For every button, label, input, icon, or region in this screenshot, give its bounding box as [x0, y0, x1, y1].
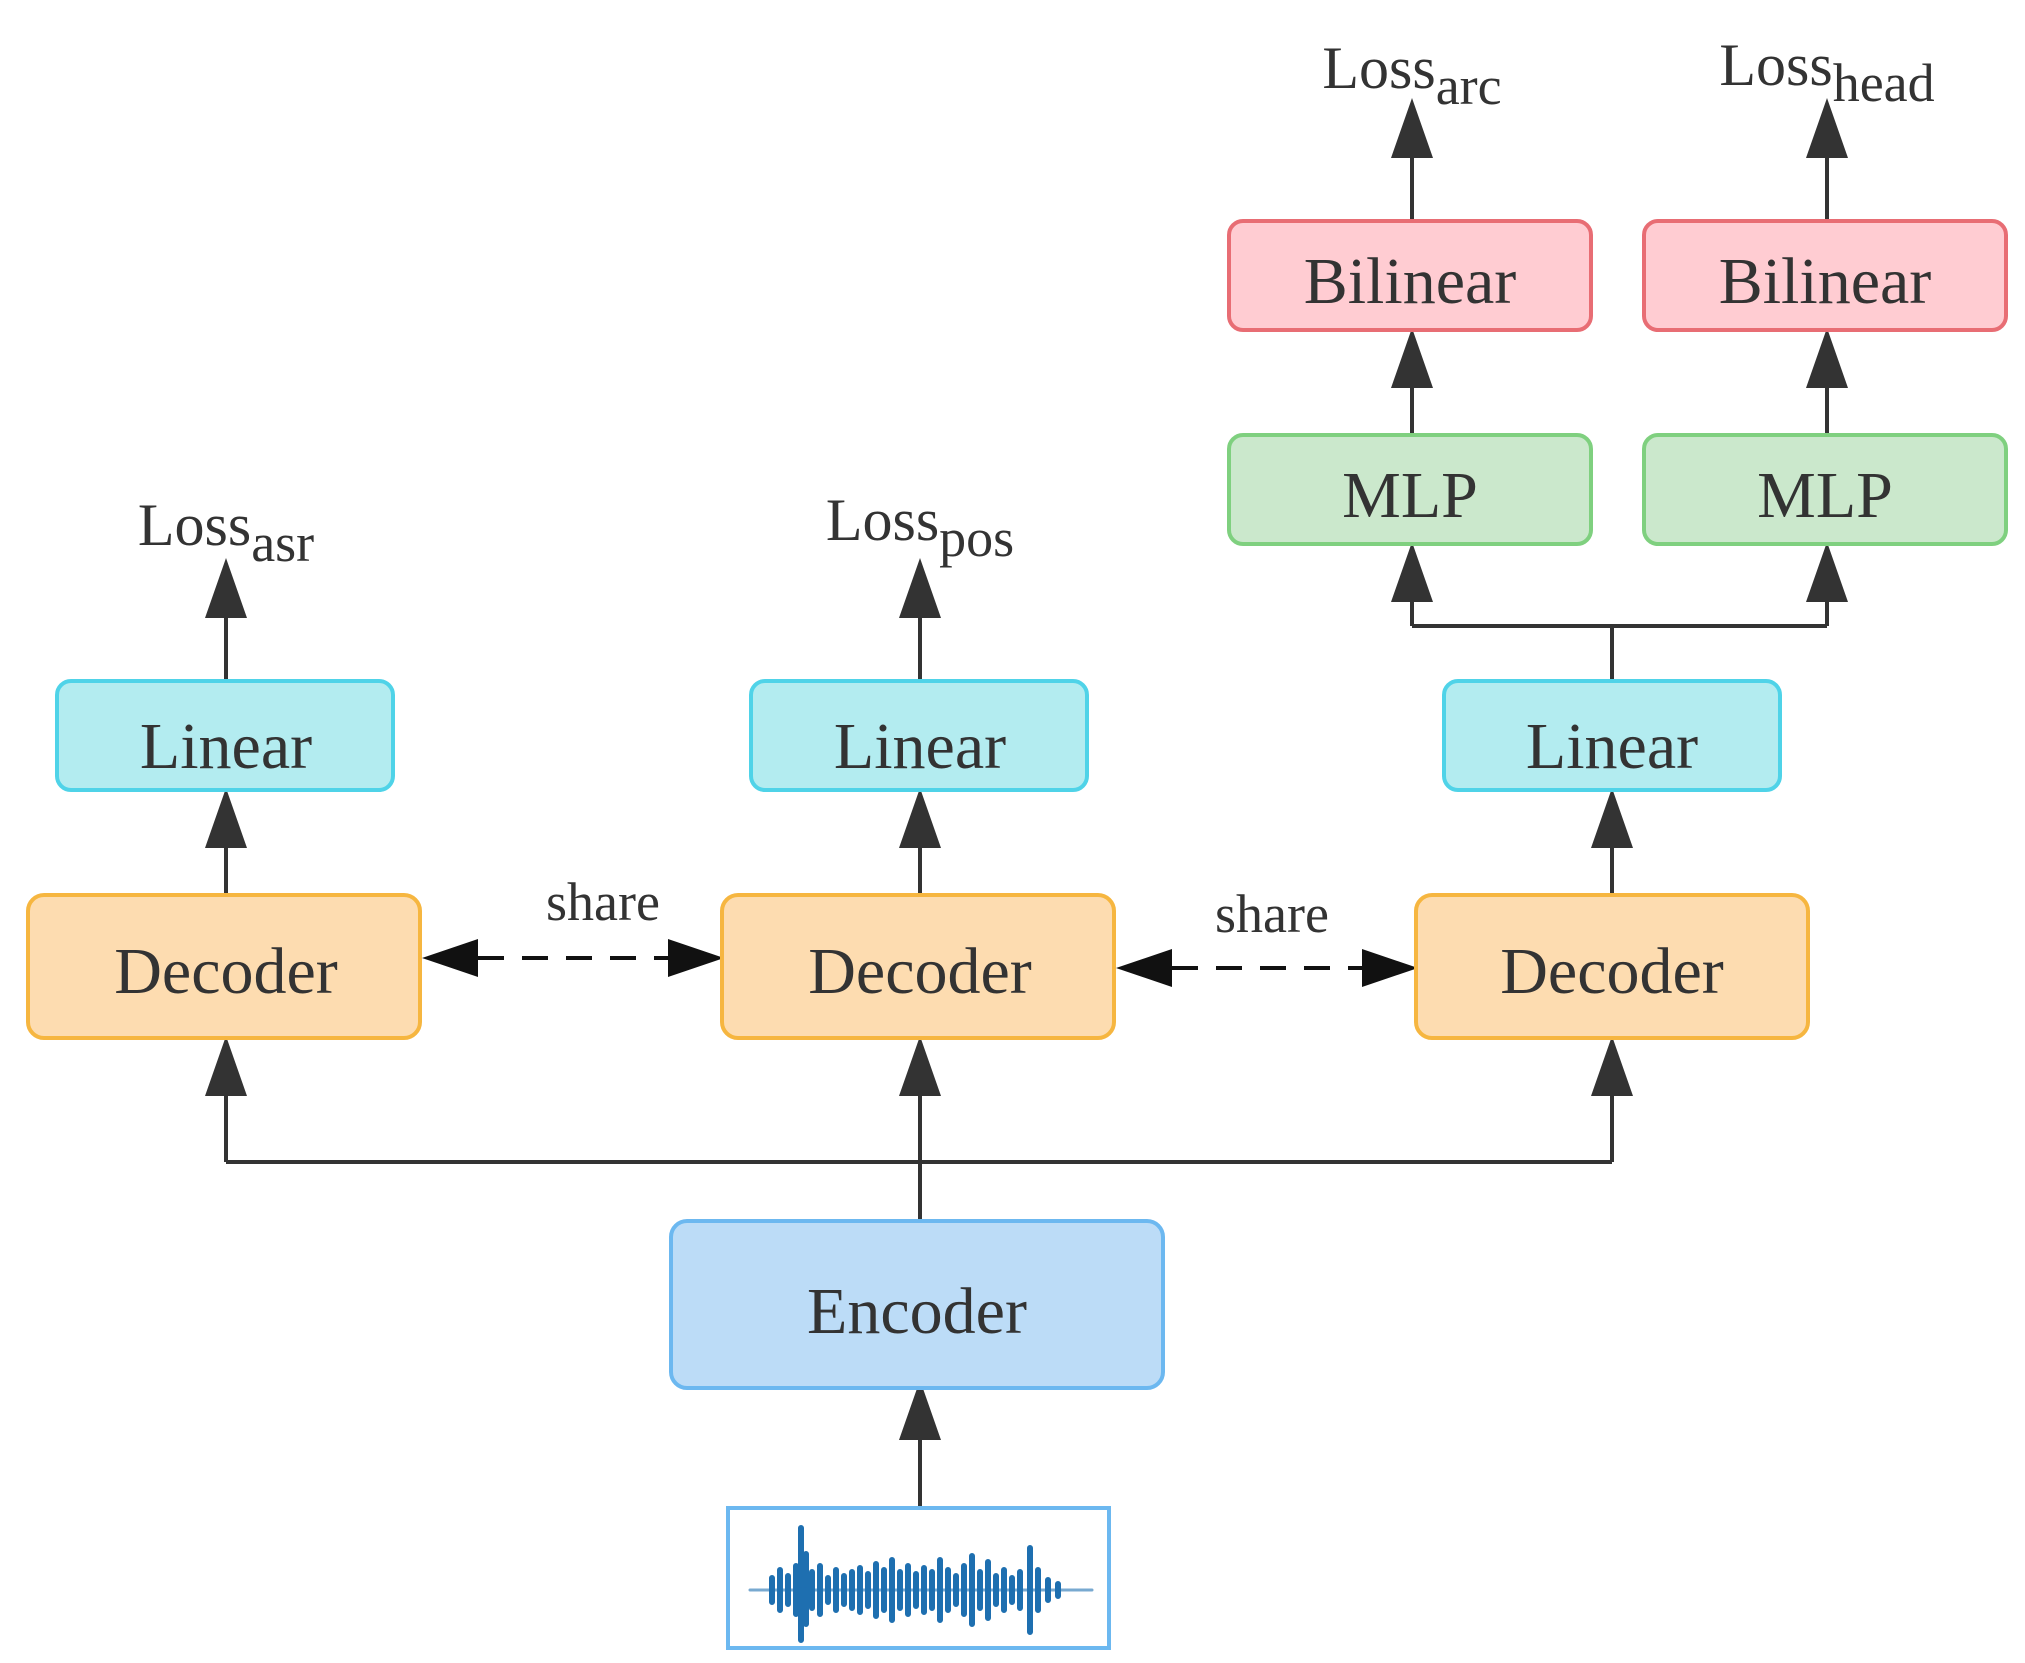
arrowhead-linear-pos — [899, 788, 941, 848]
loss-head-base: Loss — [1719, 32, 1832, 98]
loss-pos-base: Loss — [826, 487, 939, 553]
audio-waveform-input — [726, 1506, 1111, 1650]
loss-head-label: Losshead — [1719, 32, 1934, 113]
arrowhead-loss-arc — [1391, 98, 1433, 158]
decoder-asr-box — [26, 893, 422, 1040]
decoder-pos-label: Decoder — [808, 935, 1032, 1008]
loss-labels: Lossasr Losspos Lossarc Losshead — [138, 32, 1935, 573]
decoder-asr-label: Decoder — [114, 935, 338, 1008]
loss-asr-sub: asr — [251, 513, 314, 573]
mlp-arc-box — [1227, 433, 1593, 546]
loss-head-sub: head — [1833, 53, 1935, 113]
linear-pos-label: Linear — [834, 710, 1006, 783]
arrowhead-encoder — [899, 1380, 941, 1440]
arrowhead-linear-dep — [1591, 788, 1633, 848]
arrowhead-loss-pos — [899, 558, 941, 618]
arrowhead-mlp-head — [1806, 542, 1848, 602]
arrowhead-decoder-asr — [205, 1036, 247, 1096]
arrowhead-loss-asr — [205, 558, 247, 618]
decoder-dep-box — [1414, 893, 1810, 1040]
share-label-right: share — [1215, 884, 1329, 944]
linear-dep-box — [1442, 679, 1782, 792]
share-arrowhead-left-a — [422, 939, 478, 977]
linear-asr-box — [55, 679, 395, 792]
share-arrowhead-right-b — [1362, 949, 1418, 987]
share-label-left: share — [546, 872, 660, 932]
loss-pos-label: Losspos — [826, 487, 1014, 568]
arrowhead-decoder-pos — [899, 1036, 941, 1096]
waveform-icon — [748, 1525, 1094, 1643]
encoder-box — [669, 1219, 1165, 1390]
nodes: Linear Linear Linear Decoder Decoder Dec… — [26, 219, 2008, 1390]
arrowhead-linear-asr — [205, 788, 247, 848]
loss-pos-sub: pos — [939, 508, 1014, 568]
bilinear-arc-label: Bilinear — [1304, 245, 1517, 318]
decoder-dep-label: Decoder — [1500, 935, 1724, 1008]
arrowhead-decoder-dep — [1591, 1036, 1633, 1096]
bilinear-head-box — [1642, 219, 2008, 332]
arrowhead-mlp-arc — [1391, 542, 1433, 602]
arrowhead-bilinear-arc — [1391, 328, 1433, 388]
linear-asr-label: Linear — [140, 710, 312, 783]
linear-pos-box — [749, 679, 1089, 792]
linear-dep-label: Linear — [1526, 710, 1698, 783]
mlp-arc-label: MLP — [1342, 459, 1478, 532]
edges — [205, 98, 1848, 1508]
mlp-head-label: MLP — [1757, 459, 1893, 532]
share-arrowhead-right-a — [1116, 949, 1172, 987]
loss-asr-base: Loss — [138, 492, 251, 558]
arrowhead-bilinear-head — [1806, 328, 1848, 388]
encoder-label: Encoder — [807, 1275, 1027, 1348]
loss-arc-label: Lossarc — [1322, 35, 1501, 116]
loss-arc-sub: arc — [1436, 56, 1502, 116]
bilinear-head-label: Bilinear — [1719, 245, 1932, 318]
arrowhead-loss-head — [1806, 98, 1848, 158]
decoder-pos-box — [720, 893, 1116, 1040]
loss-arc-base: Loss — [1322, 35, 1435, 101]
share-arrowhead-left-b — [668, 939, 724, 977]
mlp-head-box — [1642, 433, 2008, 546]
loss-asr-label: Lossasr — [138, 492, 314, 573]
bilinear-arc-box — [1227, 219, 1593, 332]
